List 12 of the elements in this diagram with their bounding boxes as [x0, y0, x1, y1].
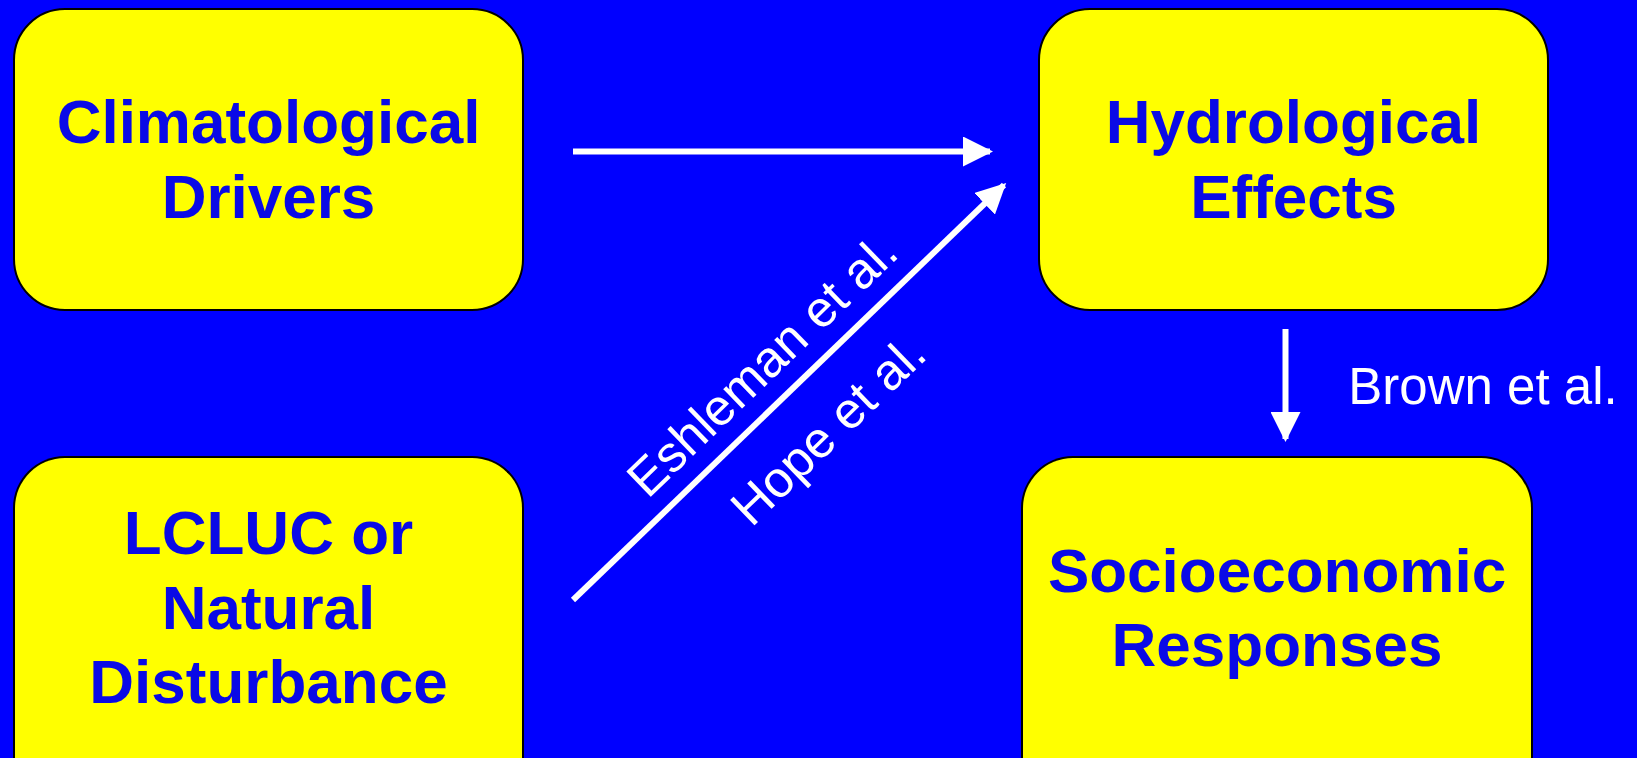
process-box [1021, 456, 1533, 758]
process-box [13, 456, 524, 758]
edge-label: Brown et al. [1348, 356, 1618, 416]
box-title: Hydrological Effects [1104, 86, 1483, 233]
arrow [1270, 329, 1301, 442]
process-box [13, 8, 524, 311]
arrow [573, 136, 993, 167]
arrow [570, 182, 1007, 603]
box-title: Climatological Drivers [55, 86, 482, 233]
box-title: LCLUC or Natural Disturbance [88, 497, 449, 719]
box-title: Socioeconomic Responses [1046, 534, 1508, 681]
process-box [1038, 8, 1549, 311]
